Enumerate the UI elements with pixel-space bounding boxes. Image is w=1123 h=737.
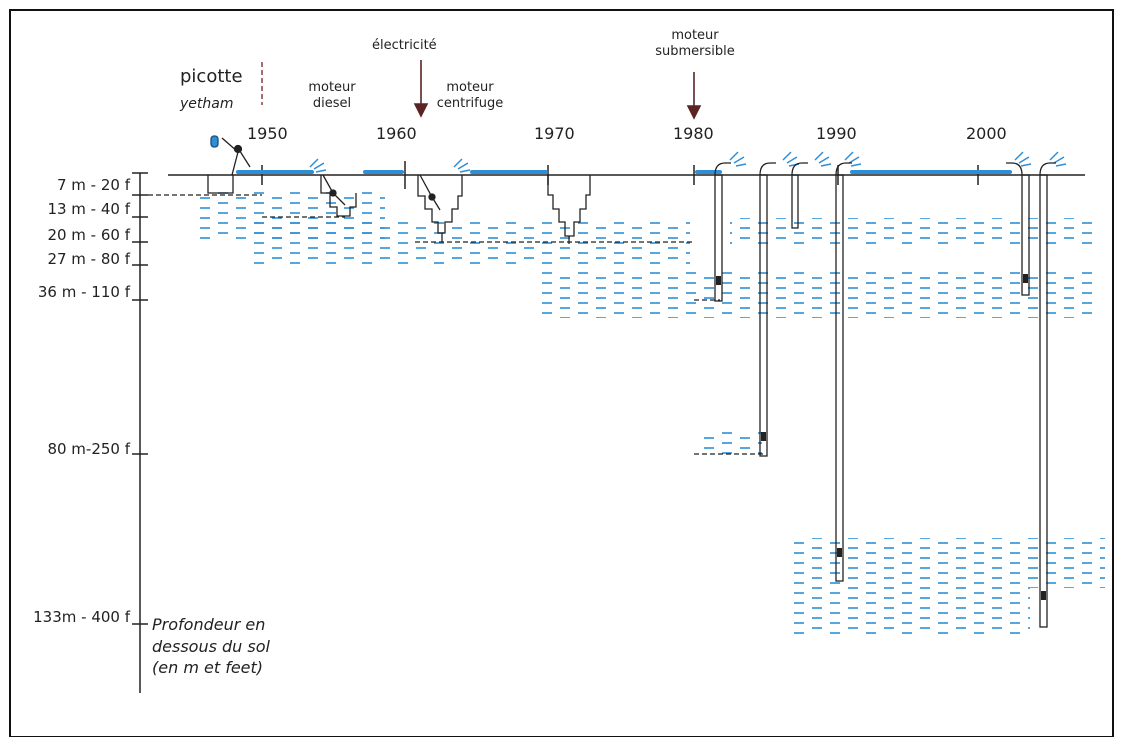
caption-line-1: Profondeur en <box>152 615 266 634</box>
diagram-border <box>9 9 1114 737</box>
diesel-label: moteur diesel <box>293 80 371 113</box>
year-label: 1980 <box>673 124 714 143</box>
year-label: 1970 <box>534 124 575 143</box>
submersible-label-line-2: submersible <box>655 44 735 60</box>
depth-reference-dashes <box>148 62 764 455</box>
electricite-label: électricité <box>372 38 437 53</box>
spray-marks <box>309 151 1067 173</box>
depth-ticks <box>132 172 148 625</box>
caption-line-3: (en m et feet) <box>152 658 264 678</box>
year-label: 2000 <box>966 124 1007 143</box>
depth-label: 80 m-250 f <box>47 440 130 458</box>
submersible-label-line-1: moteur <box>671 28 719 43</box>
diesel-label-line-2: diesel <box>312 96 352 112</box>
year-label: 1960 <box>376 124 417 143</box>
year-label: 1950 <box>247 124 288 143</box>
depth-axis-caption: Profondeur en dessous du sol (en m et fe… <box>152 614 270 679</box>
diesel-label-line-1: moteur <box>308 80 356 95</box>
centrifuge-label-line-1: moteur <box>446 80 494 95</box>
picotte-label: picotte <box>180 66 243 87</box>
motor-arms <box>322 174 441 211</box>
depth-label: 36 m - 110 f <box>37 283 130 301</box>
depth-label: 27 m - 80 f <box>47 250 130 268</box>
yetham-label: yetham <box>180 96 234 112</box>
pump-units <box>716 274 1046 600</box>
event-arrows <box>413 60 702 120</box>
year-label: 1990 <box>816 124 857 143</box>
depth-label: 7 m - 20 f <box>56 176 130 194</box>
borewells <box>714 162 1056 628</box>
centrifuge-label: moteur centrifuge <box>425 80 515 113</box>
depth-label: 20 m - 60 f <box>47 226 130 244</box>
caption-line-2: dessous du sol <box>152 636 270 656</box>
picotte-well <box>207 135 251 194</box>
aquifer-layers <box>195 190 1105 636</box>
depth-label: 13 m - 40 f <box>47 200 130 218</box>
centrifuge-label-line-2: centrifuge <box>436 96 504 112</box>
submersible-label: moteur submersible <box>640 28 750 61</box>
stepped-wells <box>320 175 591 244</box>
depth-label: 133m - 400 f <box>33 608 130 626</box>
